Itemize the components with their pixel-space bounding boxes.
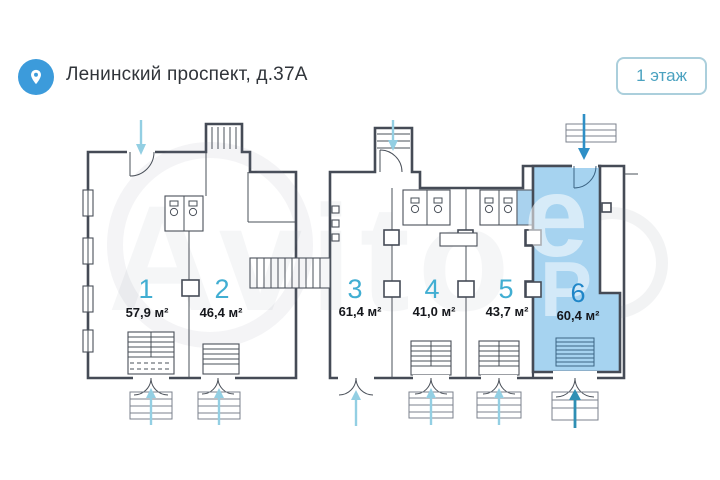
double-door-swing: [338, 377, 374, 396]
unit-label-1[interactable]: 1 57,9 м²: [126, 274, 170, 320]
header: Ленинский проспект, д.37А 1 этаж: [0, 0, 720, 110]
door-gap: [377, 169, 399, 175]
pillar: [525, 281, 542, 298]
unit6-region[interactable]: e P: [524, 114, 622, 428]
unit-label-3[interactable]: 3 61,4 м²: [339, 274, 383, 319]
unit6-highlight[interactable]: [531, 164, 622, 374]
pillar: [525, 229, 542, 246]
door-swing: [129, 151, 155, 177]
toilet-icon: [433, 204, 443, 214]
wall-niche: [331, 219, 340, 228]
entrance-arrow-head: [351, 390, 361, 400]
wc-block-left: [164, 195, 204, 232]
unit-number: 3: [347, 274, 362, 304]
unit-label-4[interactable]: 4 41,0 м²: [413, 274, 457, 319]
stair-passage: [249, 257, 331, 289]
watermark-letter-e: e: [524, 153, 588, 281]
pillar: [383, 280, 401, 298]
entrance-arrow-head: [214, 388, 224, 398]
entrance-arrow-head: [569, 389, 581, 400]
toilet-tank-icon: [169, 200, 179, 207]
toilet-icon: [188, 207, 198, 217]
unit-number: 1: [138, 274, 153, 304]
entrance-arrow-head: [426, 388, 436, 398]
stair-steps: [411, 341, 451, 367]
toilet-tank-icon: [433, 197, 443, 204]
unit-area: 57,9 м²: [126, 305, 170, 320]
unit-labels: 1 57,9 м² 2 46,4 м² 3 61,4 м² 4 41,0 м² …: [126, 274, 601, 323]
stair-steps: [203, 348, 239, 365]
door-gap: [572, 161, 598, 168]
door-swing: [379, 149, 403, 173]
unit-area: 46,4 м²: [200, 305, 244, 320]
wall-niche: [331, 233, 340, 242]
unit-label-6[interactable]: 6 60,4 м²: [557, 278, 601, 323]
toilet-icon: [503, 204, 513, 214]
toilet-tank-icon: [410, 197, 420, 204]
unit-number: 5: [498, 274, 513, 304]
wall-niche: [331, 205, 340, 214]
unit1-entrance: [127, 331, 175, 425]
stair-steps: [479, 341, 519, 367]
unit-area: 60,4 м²: [557, 308, 601, 323]
address-text: Ленинский проспект, д.37А: [66, 64, 308, 85]
pillar: [181, 279, 200, 297]
unit-area: 41,0 м²: [413, 304, 457, 319]
watermark-circle: [107, 142, 313, 348]
stairs: [555, 337, 595, 367]
double-door-swing: [414, 377, 448, 395]
stair-steps: [556, 341, 594, 363]
unit4-entrance: [408, 340, 454, 425]
windows: [82, 189, 94, 353]
toilet-icon: [410, 204, 420, 214]
outside-steps-top: [565, 123, 617, 143]
duct-box: [439, 232, 478, 247]
unit3-top-entry: [377, 120, 410, 175]
wc-block-unit4: [402, 189, 451, 226]
toilet-icon: [484, 204, 494, 214]
unit2-entrance: [197, 343, 241, 425]
unit-number: 6: [570, 278, 585, 308]
double-door-swing: [133, 377, 169, 396]
floor-badge-button[interactable]: 1 этаж: [616, 57, 707, 95]
toilet-icon: [169, 207, 179, 217]
pillar: [601, 202, 612, 213]
entry-arrow-head: [388, 140, 398, 151]
unit-number: 2: [214, 274, 229, 304]
left-wing-interior: [82, 120, 296, 425]
top-stairwell-steps: [211, 127, 237, 149]
unit5-entrance: [476, 340, 522, 425]
watermark-letter-p: P: [540, 245, 592, 333]
unit-area: 61,4 м²: [339, 304, 383, 319]
wc-block-unit5: [479, 189, 518, 226]
double-door-swing: [201, 377, 235, 395]
pillar: [457, 280, 475, 298]
entrance-arrow-head: [494, 388, 504, 398]
outside-step-lines: [566, 129, 616, 137]
pillar: [383, 229, 400, 246]
passage-stair-steps: [256, 258, 321, 288]
double-door-swing: [555, 377, 595, 398]
landing-dashes: [130, 362, 172, 370]
unit3-entrance: [338, 375, 374, 426]
toilet-tank-icon: [484, 197, 494, 204]
unit-label-2[interactable]: 2 46,4 м²: [200, 274, 244, 320]
unit-label-5[interactable]: 5 43,7 м²: [486, 274, 530, 319]
location-pin-icon: [31, 69, 41, 85]
entry-arrow-head: [578, 148, 590, 160]
door-gap: [553, 371, 597, 380]
entry-arrow-head: [136, 144, 146, 155]
entrance-arrow-head: [146, 388, 156, 398]
toilet-tank-icon: [188, 200, 198, 207]
unit-area: 43,7 м²: [486, 304, 530, 319]
door-swing: [573, 165, 597, 189]
stair-steps: [128, 332, 174, 358]
double-door-swing: [482, 377, 516, 395]
unit-number: 4: [424, 274, 439, 304]
location-pin-badge: [18, 59, 54, 95]
toilet-tank-icon: [503, 197, 513, 204]
corridor-walls: [205, 152, 296, 223]
